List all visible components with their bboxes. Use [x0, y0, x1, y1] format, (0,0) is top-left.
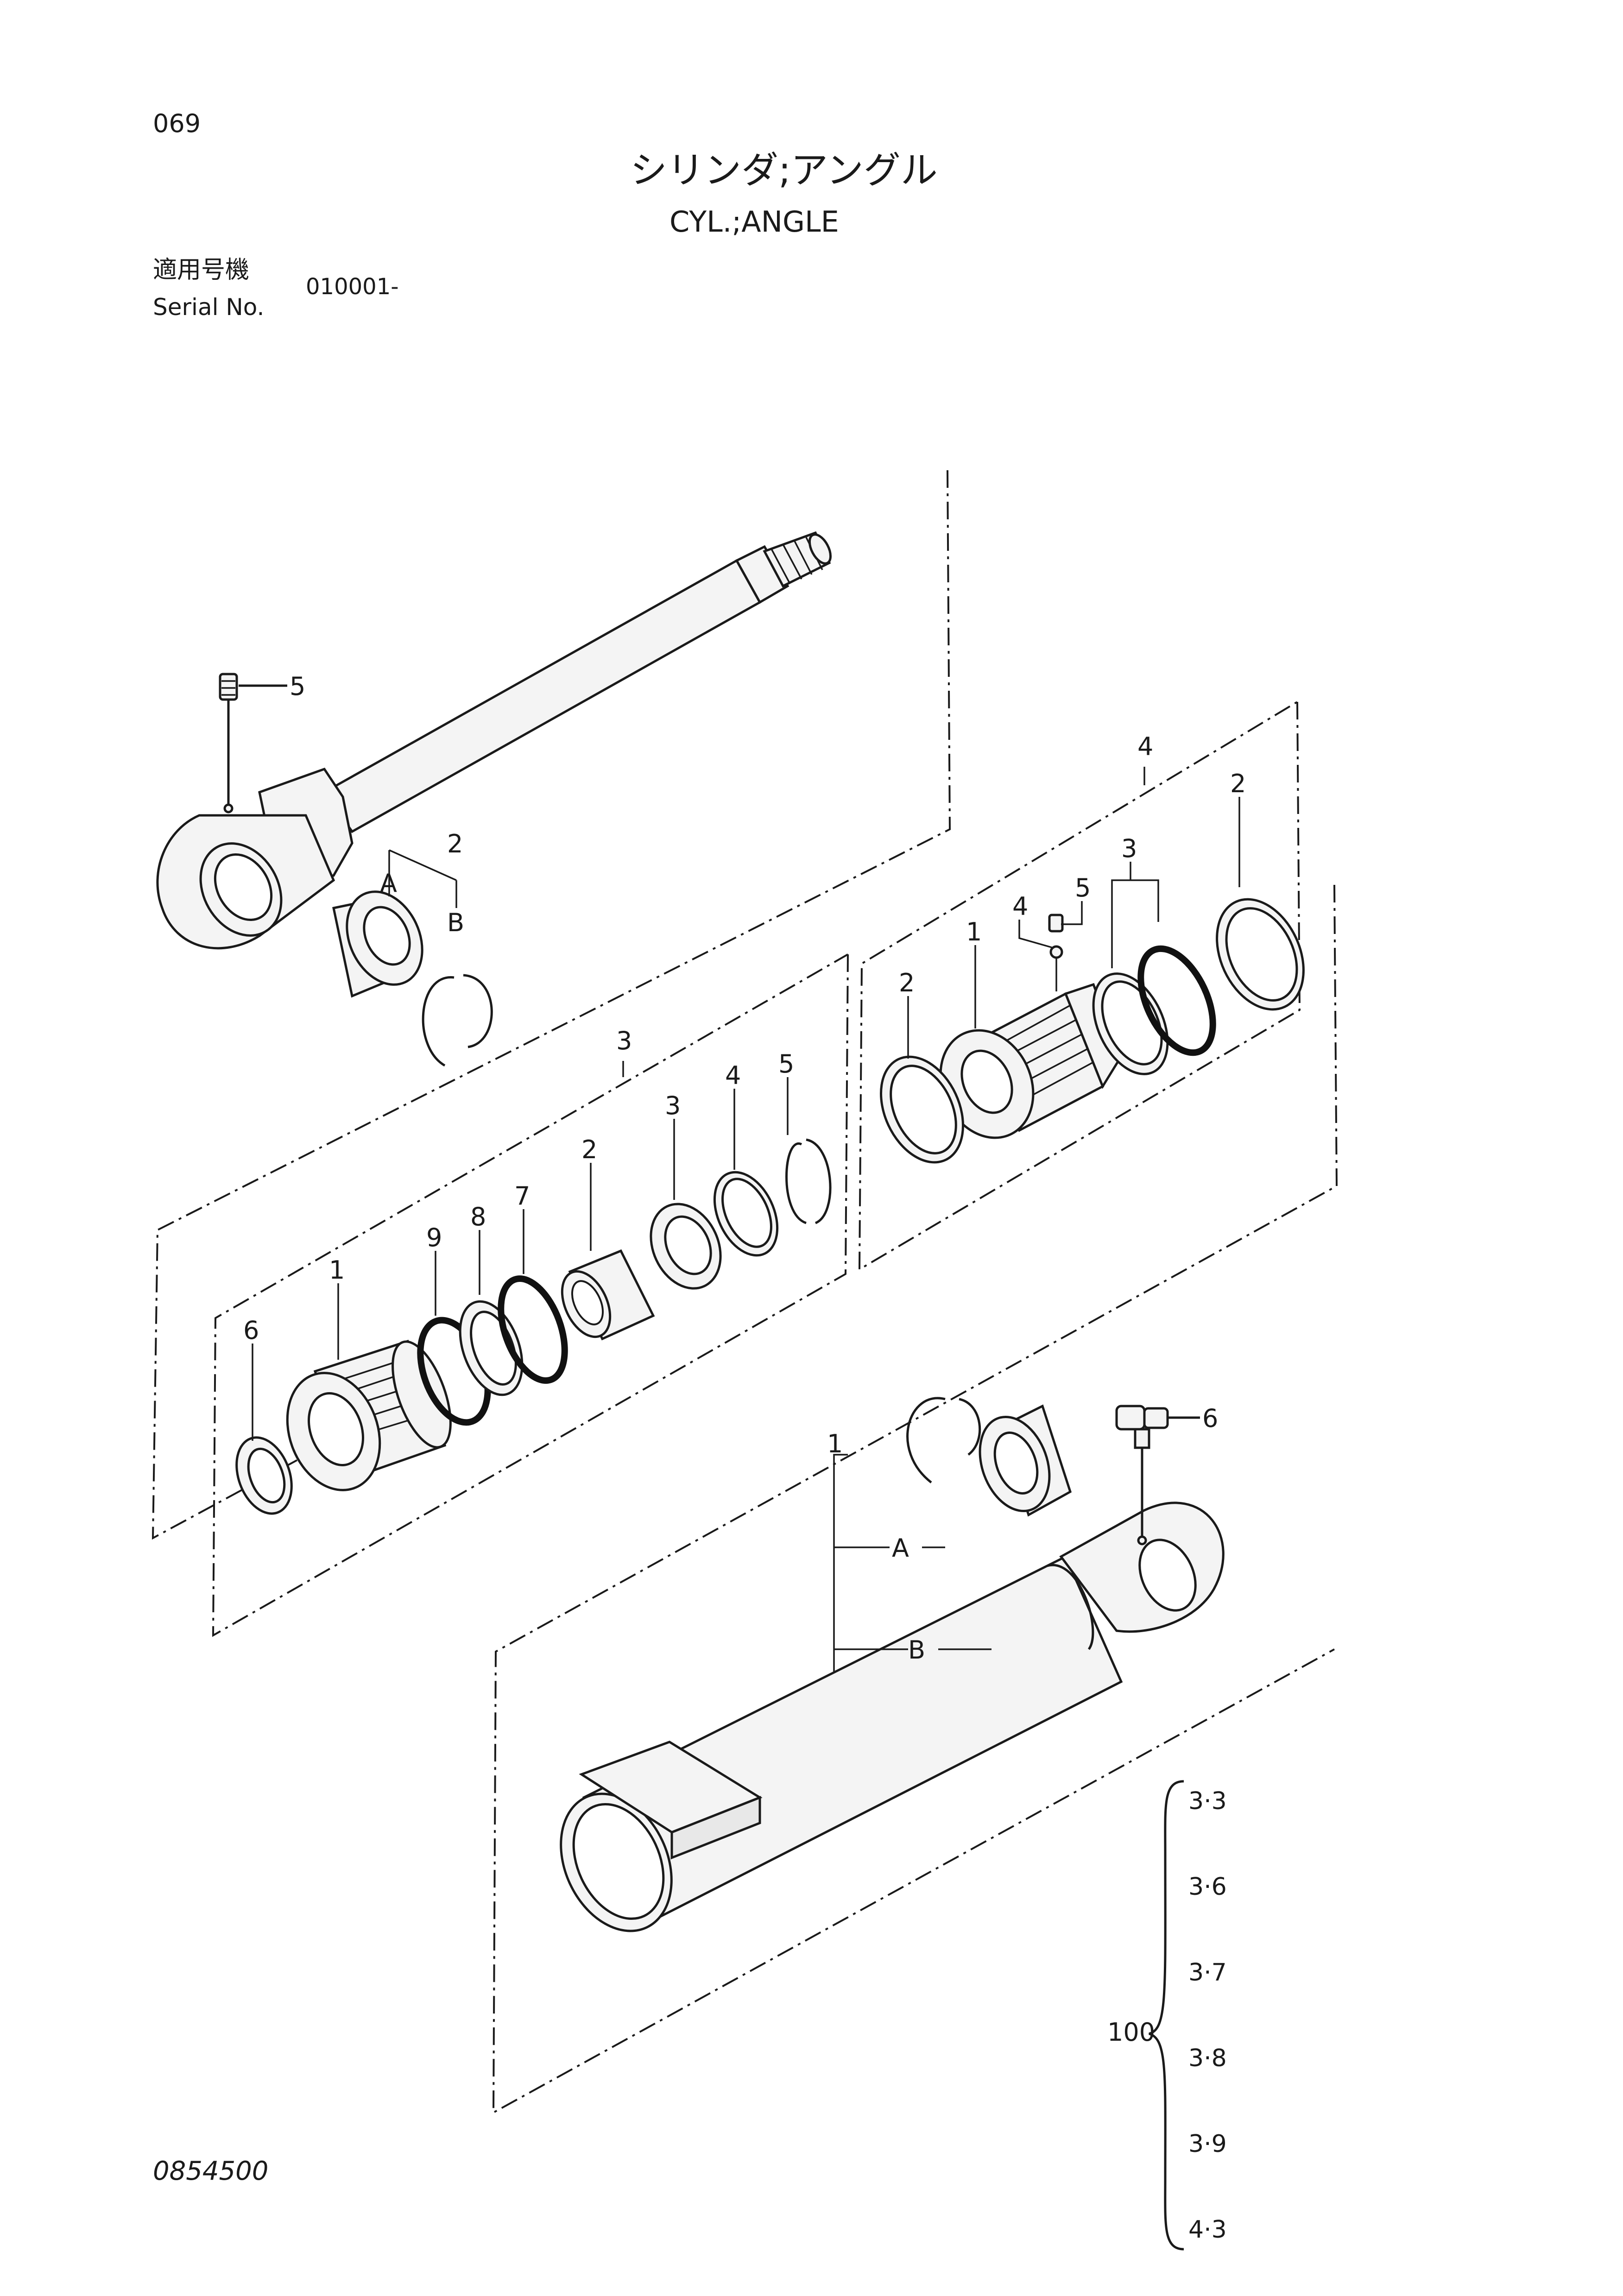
- seal-kit-item-4: 3·8: [1188, 2044, 1227, 2072]
- tube-frame: [492, 884, 1338, 2114]
- grease-nipple-icon: [219, 673, 287, 814]
- rod-snap-ring: [422, 974, 493, 1067]
- callout-head-oring: 6: [243, 1316, 259, 1345]
- title-english: CYL.;ANGLE: [669, 205, 839, 239]
- callout-rod-A: A: [380, 869, 397, 898]
- seal-kit-item-1: 3·3: [1188, 1787, 1227, 1815]
- document-code: 0854500: [153, 2156, 268, 2186]
- head-sleeve: [561, 1249, 655, 1341]
- callout-piston-ring-right: 2: [1230, 769, 1246, 798]
- callout-head-group: 3: [616, 1026, 632, 1055]
- tube-bushing: [979, 1404, 1072, 1517]
- rod-frame: [152, 470, 951, 1540]
- callout-tube-B: B: [908, 1635, 925, 1665]
- piston-frame: [858, 701, 1301, 1271]
- head-ring-5: [785, 1138, 832, 1224]
- tube-leader-lines: [833, 1454, 908, 1672]
- head-ring-7: [498, 1275, 568, 1384]
- piston-ring-left: [880, 1055, 964, 1164]
- tube-fitting-icon: [1115, 1405, 1200, 1545]
- serial-label-en: Serial No.: [153, 294, 264, 321]
- callout-head-sleeve: 2: [581, 1135, 597, 1164]
- callout-piston-ring-left: 2: [899, 968, 915, 997]
- piston-rod: [156, 531, 832, 950]
- callout-tube-fitting: 6: [1202, 1404, 1218, 1433]
- cylinder-head: [286, 1339, 452, 1491]
- callout-rod-B: B: [447, 908, 464, 937]
- callout-head-ring9: 9: [426, 1223, 442, 1252]
- seal-kit-item-6: 4·3: [1188, 2216, 1227, 2244]
- serial-label-jp: 適用号機: [153, 256, 249, 284]
- page-number: 069: [153, 109, 201, 138]
- callout-piston-group: 4: [1137, 732, 1153, 761]
- piston-ring-right: [1216, 898, 1305, 1011]
- callout-piston-body: 1: [966, 917, 982, 946]
- callout-piston-seal3: 3: [1121, 834, 1137, 863]
- callout-tube-A: A: [892, 1533, 909, 1563]
- callout-head-body: 1: [329, 1255, 345, 1285]
- title-japanese: シリンダ;アングル: [630, 149, 938, 192]
- seal-kit-item-2: 3·6: [1188, 1873, 1227, 1901]
- seal-kit-number: 100: [1107, 2018, 1155, 2047]
- seal-kit-brace: [1149, 1780, 1184, 2251]
- callout-head-ring8: 8: [470, 1202, 486, 1231]
- callout-piston-screw4: 4: [1012, 892, 1028, 921]
- head-frame: [212, 953, 849, 1637]
- piston-set-screws: [1018, 901, 1083, 991]
- head-ring-8: [459, 1300, 524, 1396]
- callout-head-ring5: 5: [778, 1049, 794, 1079]
- tube-snap-ring: [906, 1397, 981, 1483]
- callout-head-ring7: 7: [514, 1181, 530, 1211]
- seal-kit-item-5: 3·9: [1188, 2130, 1227, 2158]
- rod-bushing: [332, 890, 423, 998]
- callout-rod-grease: 5: [290, 672, 305, 701]
- callout-piston-screw5: 5: [1075, 873, 1091, 902]
- seal-kit-item-3: 3·7: [1188, 1959, 1227, 1987]
- head-seal-3: [650, 1203, 722, 1290]
- callout-head-seal3: 3: [665, 1091, 681, 1120]
- piston: [939, 983, 1123, 1139]
- piston-oring: [1137, 945, 1216, 1056]
- callout-tube-label: 1: [827, 1429, 843, 1458]
- callout-head-ring4: 4: [725, 1061, 741, 1090]
- callout-rod-bushing: 2: [447, 829, 463, 858]
- serial-value: 010001-: [306, 274, 399, 300]
- head-oring-6: [235, 1436, 293, 1515]
